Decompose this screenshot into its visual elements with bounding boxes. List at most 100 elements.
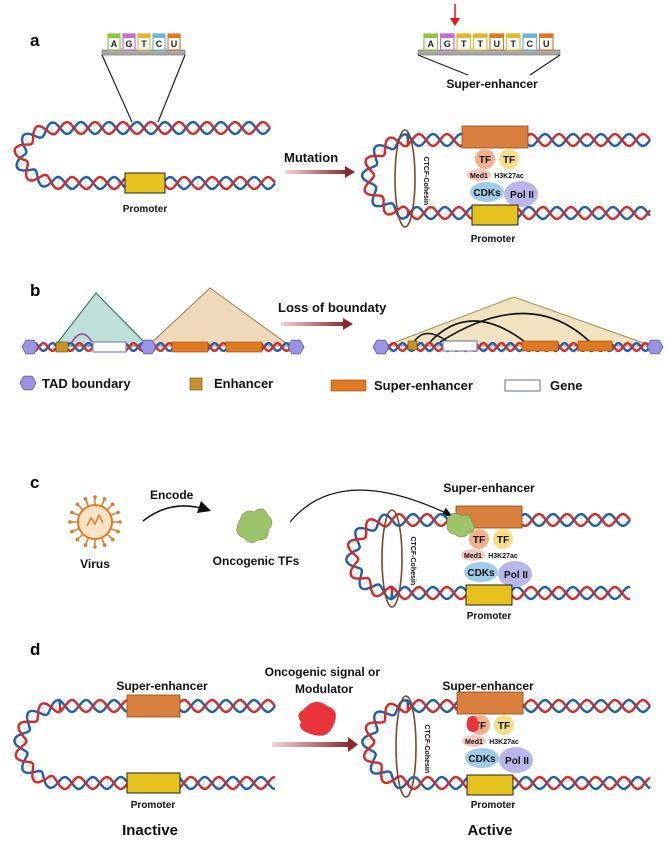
base-pair — [390, 137, 396, 149]
virus-spike — [72, 512, 80, 517]
nucleotide-cap — [490, 34, 504, 38]
super-enhancer-box — [461, 125, 529, 149]
tf-2 — [499, 149, 519, 169]
tad-boundary-merged-right — [646, 339, 664, 355]
virus-spike-tip — [116, 529, 120, 534]
hexagon — [21, 339, 39, 355]
virus-spike — [85, 537, 90, 545]
nucleotide-letter: A — [428, 39, 435, 49]
nucleotide-letter: C — [156, 39, 163, 49]
oncogenic-tf-icon — [236, 508, 273, 543]
virus-spike-tip — [110, 537, 115, 542]
med1-label: Med1 — [464, 553, 482, 560]
legend-super-enhancer-icon — [330, 379, 367, 392]
tf-blob — [236, 508, 273, 543]
promoter-label-left-d: Promoter — [131, 800, 176, 811]
super-enhancer-box — [456, 691, 524, 715]
dna-strand-blue — [361, 132, 651, 221]
med1-blob — [467, 169, 491, 181]
hexagon — [372, 339, 390, 355]
gene-box — [92, 341, 127, 353]
h3k27ac-label: H3K27ac — [488, 553, 518, 560]
dna-strand-red — [362, 699, 651, 791]
base-pair — [15, 752, 28, 757]
zoom-line-right-b — [529, 54, 561, 76]
base-pair — [374, 584, 380, 596]
virus-spike — [110, 527, 118, 532]
mutation-site-arrowhead — [450, 18, 460, 26]
merged-tad-domain — [384, 296, 653, 347]
dna-strand-red — [13, 121, 276, 191]
promoter-label-right: Promoter — [471, 234, 516, 245]
virus-spike-tip — [70, 529, 74, 534]
cdks-blob — [470, 182, 504, 202]
dna-strand-red — [363, 133, 651, 221]
base-pair — [376, 711, 386, 721]
nucleotide-letter: G — [444, 39, 451, 49]
nucleotide-cap — [473, 34, 487, 38]
interaction-arc-3 — [439, 312, 591, 343]
cdks-label: CDKs — [473, 188, 501, 199]
virus-spike-tip — [83, 497, 88, 501]
tad-boundary-middle — [139, 339, 157, 355]
tf-2 — [493, 529, 513, 549]
oncogenic-tfs-label: Oncogenic TFs — [213, 554, 300, 568]
interaction-arc-2 — [429, 320, 526, 343]
nucleotide-cap — [168, 34, 180, 38]
enhancer-box-merged — [407, 340, 418, 351]
med1-blob — [462, 735, 486, 747]
dna-strand-red — [346, 513, 631, 601]
signal-label: Oncogenic signal or Modulator — [265, 665, 384, 696]
base-pair — [405, 134, 408, 146]
base-pair — [371, 519, 377, 530]
h3k27ac-label: H3K27ac — [494, 173, 524, 180]
base-pair — [33, 770, 41, 781]
panel-b-letter: b — [30, 281, 40, 300]
nucleotide-cap — [123, 34, 135, 38]
dna-strand-blue — [345, 513, 631, 601]
med1-blob — [461, 549, 485, 561]
virus-spike-tip — [68, 520, 72, 524]
loss-of-boundary-label: Loss of boundaty — [278, 300, 387, 315]
tf-1 — [469, 529, 489, 549]
enhancer-box — [55, 341, 69, 353]
pol2-label: Pol II — [505, 756, 529, 767]
super-enhancer-label-right-d: Super-enhancer — [442, 679, 534, 693]
tf-2 — [494, 715, 514, 735]
tf-1-label: TF — [479, 155, 491, 166]
signal-label-line-1: Oncogenic signal or — [265, 665, 381, 679]
h3k27ac-label: H3K27ac — [489, 739, 519, 746]
promoter-box — [466, 774, 514, 796]
virus-spike — [106, 504, 113, 511]
tf-1-label: TF — [474, 721, 486, 732]
virus-spike-tip — [75, 502, 80, 507]
zoom-line-right-a — [157, 54, 186, 123]
pol2-blob — [504, 181, 538, 207]
dna-loop-active-c — [345, 513, 631, 601]
base-pair — [363, 177, 374, 179]
oncogenic-signal-icon — [298, 701, 336, 736]
base-pair — [29, 170, 37, 181]
nucleotide-letter: T — [511, 39, 517, 49]
hexagon — [139, 339, 157, 355]
nucleotide-cap — [506, 34, 520, 38]
legend-enhancer-icon — [189, 377, 203, 391]
nucleotide-cap — [153, 34, 165, 38]
tad-boundary-left — [21, 339, 39, 355]
virus-genome — [86, 513, 104, 527]
sequence-bar — [417, 49, 561, 56]
encode-arrow — [142, 500, 212, 522]
nucleotide-cap — [539, 34, 553, 38]
ctcf-cohesin-label: CTCF-Cohesin — [409, 537, 416, 586]
dna-loop-active-d — [361, 698, 651, 791]
base-pair — [358, 527, 367, 536]
base-pair — [55, 700, 58, 712]
virus-icon — [68, 495, 122, 549]
tf-2-label: TF — [503, 155, 515, 166]
base-pair — [390, 703, 396, 715]
cdks-blob — [465, 748, 499, 768]
sequence-bar — [101, 49, 186, 56]
panel-d: d Super-enhancer Promoter Oncogenic sign… — [13, 640, 651, 839]
base-pair — [14, 151, 27, 154]
